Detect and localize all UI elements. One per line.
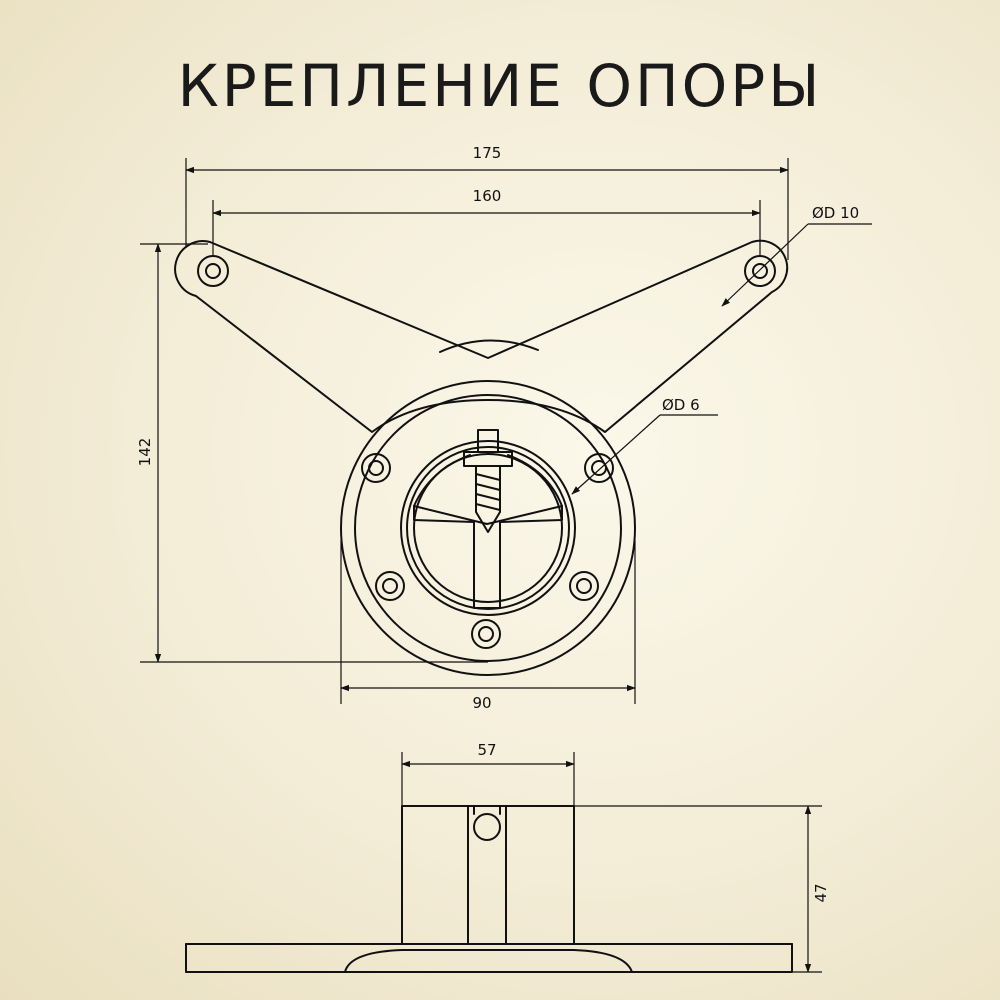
leader-d10 xyxy=(721,223,809,307)
side-view xyxy=(185,805,793,973)
flange-outer-ring xyxy=(340,380,636,676)
side-screw-head xyxy=(473,813,501,841)
dim-flange-diameter: 90 xyxy=(472,694,491,712)
back-plate-edge xyxy=(439,339,539,353)
dim-hole-spacing: 160 xyxy=(473,187,502,205)
base-boss xyxy=(344,949,633,973)
right-arm-hole-inner xyxy=(752,263,768,279)
dim-side-height: 47 xyxy=(812,883,830,902)
rib-left-edge xyxy=(413,454,471,507)
top-view xyxy=(174,239,789,676)
tube-mid-ring xyxy=(406,446,570,610)
flange-holes xyxy=(361,453,614,649)
left-arm-hole-inner xyxy=(205,263,221,279)
flange-inner-ring xyxy=(354,394,622,662)
left-arm-hole-outer xyxy=(197,255,229,287)
base-plate xyxy=(185,943,793,973)
page-title: КРЕПЛЕНИЕ ОПОРЫ xyxy=(177,52,823,120)
dim-height: 142 xyxy=(136,438,154,467)
leader-d6 xyxy=(571,414,661,495)
rib-right-edge xyxy=(507,454,563,507)
dim-overall-width: 175 xyxy=(473,144,502,162)
inner-ribs xyxy=(413,505,563,609)
v-bracket-arms xyxy=(174,239,789,433)
tube-outer-ring xyxy=(400,440,576,616)
locking-screw xyxy=(463,429,513,533)
callout-large-hole: ØD 10 xyxy=(812,204,859,222)
screw-shank xyxy=(473,805,501,815)
tube-inner-ring xyxy=(413,453,563,603)
callout-small-hole: ØD 6 xyxy=(662,396,700,414)
tube-body xyxy=(401,805,575,945)
dim-tube-diameter: 57 xyxy=(477,741,496,759)
